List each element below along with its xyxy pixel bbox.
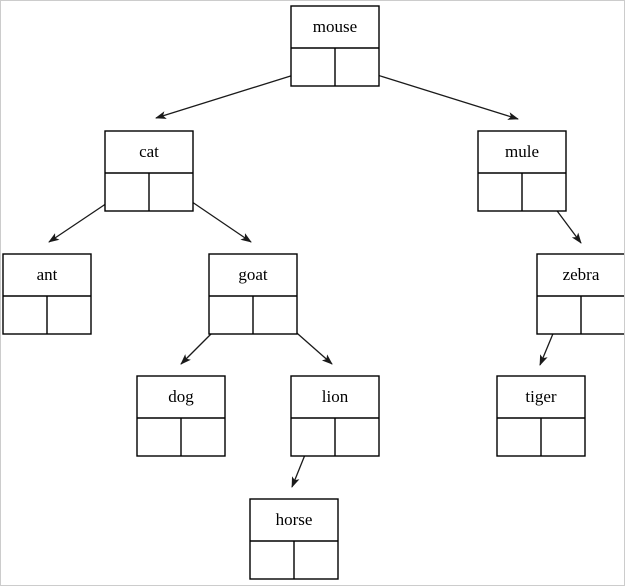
node-right-pointer-dog[interactable] xyxy=(181,418,225,456)
node-left-pointer-ant[interactable] xyxy=(3,296,47,334)
node-label-ant: ant xyxy=(37,265,58,284)
edge-mouse-left-to-cat xyxy=(155,68,314,119)
node-label-lion: lion xyxy=(322,387,349,406)
node-left-pointer-dog[interactable] xyxy=(137,418,181,456)
node-mule[interactable]: mule xyxy=(477,130,567,212)
node-right-pointer-mule[interactable] xyxy=(522,173,566,211)
node-cat[interactable]: cat xyxy=(104,130,194,212)
node-right-pointer-goat[interactable] xyxy=(253,296,297,334)
node-left-pointer-tiger[interactable] xyxy=(497,418,541,456)
node-left-pointer-goat[interactable] xyxy=(209,296,253,334)
edge-mouse-right-to-mule xyxy=(357,68,519,120)
node-left-pointer-cat[interactable] xyxy=(105,173,149,211)
node-label-dog: dog xyxy=(168,387,194,406)
node-right-pointer-cat[interactable] xyxy=(149,173,193,211)
node-label-zebra: zebra xyxy=(563,265,600,284)
node-left-pointer-mouse[interactable] xyxy=(291,48,335,86)
node-left-pointer-zebra[interactable] xyxy=(537,296,581,334)
node-label-horse: horse xyxy=(276,510,313,529)
node-right-pointer-zebra[interactable] xyxy=(581,296,624,334)
node-right-pointer-mouse[interactable] xyxy=(335,48,379,86)
node-label-tiger: tiger xyxy=(525,387,556,406)
node-right-pointer-ant[interactable] xyxy=(47,296,91,334)
node-goat[interactable]: goat xyxy=(208,253,298,335)
node-mouse[interactable]: mouse xyxy=(290,5,380,87)
node-zebra[interactable]: zebra xyxy=(536,253,624,335)
node-ant[interactable]: ant xyxy=(2,253,92,335)
node-left-pointer-horse[interactable] xyxy=(250,541,294,579)
node-label-goat: goat xyxy=(238,265,268,284)
node-left-pointer-lion[interactable] xyxy=(291,418,335,456)
node-right-pointer-lion[interactable] xyxy=(335,418,379,456)
node-left-pointer-mule[interactable] xyxy=(478,173,522,211)
node-label-mule: mule xyxy=(505,142,539,161)
node-horse[interactable]: horse xyxy=(249,498,339,580)
node-right-pointer-horse[interactable] xyxy=(294,541,338,579)
node-label-cat: cat xyxy=(139,142,159,161)
node-lion[interactable]: lion xyxy=(290,375,380,457)
node-tiger[interactable]: tiger xyxy=(496,375,586,457)
node-dog[interactable]: dog xyxy=(136,375,226,457)
tree-nodes: mouse cat mule ant goat zebra dog lion tiger hors… xyxy=(2,5,624,580)
node-label-mouse: mouse xyxy=(313,17,357,36)
node-right-pointer-tiger[interactable] xyxy=(541,418,585,456)
